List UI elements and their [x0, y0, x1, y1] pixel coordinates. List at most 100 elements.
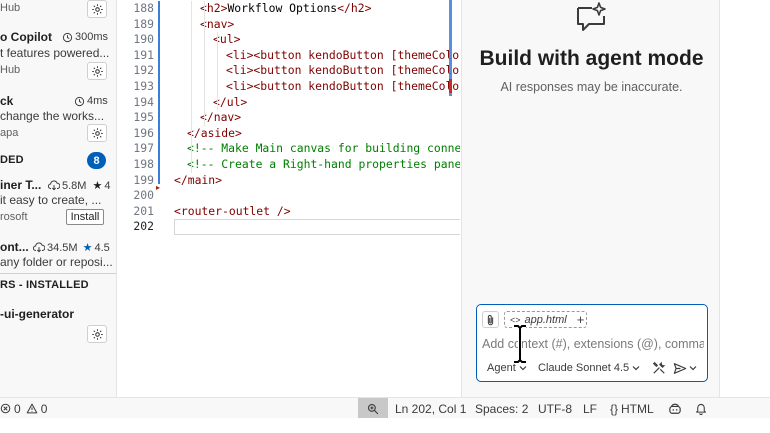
extension-stats: 5.8M ★ 4 [48, 179, 110, 192]
activation-time: 300ms [62, 31, 108, 43]
chat-prompt-input[interactable] [482, 335, 704, 353]
extension-description: change the works... [0, 109, 105, 123]
chevron-down-icon [689, 366, 697, 371]
extension-description: t features powered... [0, 46, 110, 60]
code-token: Workflow Options [227, 1, 338, 15]
chat-mode-dropdown[interactable]: Agent [487, 362, 527, 374]
line-number: 199 [133, 172, 154, 187]
code-line[interactable]: <!-- Make Main canvas for building conne… [187, 141, 460, 155]
extensions-sidebar: Hub o Copilot 300ms t features powered..… [0, 0, 117, 397]
code-line[interactable]: <ul> [213, 32, 240, 46]
warning-icon [26, 403, 37, 414]
manage-extension-button[interactable] [87, 325, 107, 343]
code-token: <li><button kendoButton [themeColor]=" [226, 63, 460, 78]
fold-marker-icon[interactable]: ▸ [156, 183, 161, 192]
zoom-button[interactable] [358, 398, 388, 419]
chat-sparkle-icon [577, 2, 606, 31]
indentation-setting[interactable]: Spaces: 2 [475, 401, 529, 416]
extension-item[interactable]: ck 4ms change the works... apa [0, 93, 116, 147]
attached-file-chip[interactable]: <> app.html + [504, 311, 587, 328]
code-comment: <!-- Create a Right-hand properties pane… [187, 157, 460, 171]
extension-item[interactable]: o Copilot 300ms t features powered... Hu… [0, 30, 116, 84]
add-icon[interactable]: + [576, 312, 585, 327]
install-button[interactable]: Install [66, 209, 104, 225]
configure-tools-button[interactable] [651, 360, 667, 376]
line-number: 198 [133, 157, 154, 171]
code-token: <li><button kendoButton [themeColor]=" [226, 79, 460, 93]
line-number: 201 [133, 203, 154, 218]
current-line-highlight [174, 219, 460, 235]
bell-icon [696, 403, 706, 415]
chat-welcome-title: Build with agent mode [479, 47, 704, 70]
manage-extension-button[interactable] [87, 62, 107, 80]
code-line[interactable]: </aside> [187, 126, 242, 140]
star-icon: ★ [92, 180, 103, 192]
code-line[interactable]: <router-outlet /> [174, 204, 291, 218]
gear-icon [91, 65, 103, 77]
model-picker-dropdown[interactable]: Claude Sonnet 4.5 [538, 362, 640, 374]
line-number: 193 [133, 79, 154, 93]
code-token: </nav> [200, 110, 242, 125]
line-number: 189 [133, 16, 154, 31]
line-number: 200 [133, 188, 154, 203]
line-number: 194 [133, 94, 154, 109]
code-token: <router-outlet /> [174, 203, 291, 218]
extension-item[interactable]: ont... 34.5M ★ 4.5 any folder or reposi.… [0, 239, 116, 273]
activation-time: 4ms [74, 95, 108, 107]
window-bottom-area [0, 418, 770, 433]
extension-description: it easy to create, ... [0, 193, 102, 207]
attach-context-button[interactable] [482, 311, 499, 328]
language-mode[interactable]: {} HTML [610, 401, 654, 416]
chevron-down-icon [632, 366, 640, 371]
manage-extension-button[interactable] [87, 0, 107, 18]
manage-extension-button[interactable] [87, 124, 107, 142]
extension-description: any folder or reposi... [0, 255, 113, 269]
send-icon [673, 362, 687, 374]
installed-section-header[interactable]: RS - INSTALLED [0, 279, 89, 291]
chat-input-box[interactable]: <> app.html + Agent Claude Sonnet 4.5 [476, 304, 708, 382]
code-line[interactable]: </main> [174, 173, 222, 187]
code-line[interactable]: <li><button kendoButton [themeColor]=" [226, 48, 460, 62]
code-token: </ul> [213, 94, 248, 109]
line-number: 196 [133, 125, 154, 140]
gear-icon [91, 3, 103, 15]
code-comment: <!-- Make Main canvas for building conne… [187, 141, 460, 156]
extension-publisher: apa [0, 127, 19, 139]
recommended-count-badge: 8 [87, 152, 106, 169]
problems-indicator[interactable]: 0 0 [0, 398, 47, 419]
extension-publisher: Hub [0, 2, 21, 14]
notifications-button[interactable] [695, 398, 707, 419]
code-line[interactable]: <li><button kendoButton [themeColor]=" [226, 79, 460, 93]
indent-guide [217, 32, 218, 111]
code-line[interactable]: <li><button kendoButton [themeColor]=" [226, 63, 460, 77]
chevron-down-icon [519, 366, 527, 371]
code-token: <h2> [200, 1, 228, 15]
extension-title: ck [0, 94, 14, 108]
chat-panel: Build with agent mode AI responses may b… [461, 0, 720, 397]
extension-title: iner T... [0, 178, 42, 192]
extension-item[interactable]: iner T... 5.8M ★ 4 it easy to create, ..… [0, 177, 116, 233]
extension-item[interactable]: Hub [0, 0, 116, 20]
end-of-line[interactable]: LF [583, 401, 598, 416]
indent-guide [204, 1, 205, 126]
clock-history-icon [62, 32, 73, 42]
copilot-status[interactable] [668, 398, 682, 419]
cursor-position[interactable]: Ln 202, Col 1 [395, 401, 467, 416]
file-encoding[interactable]: UTF-8 [538, 401, 572, 416]
code-line[interactable]: <nav> [200, 17, 234, 31]
indent-guide [191, 1, 192, 173]
code-line[interactable]: <h2>Workflow Options</h2> [200, 1, 371, 15]
code-line[interactable]: </nav> [200, 110, 241, 124]
chat-disclaimer: AI responses may be inaccurate. [500, 80, 683, 94]
code-line[interactable]: <!-- Create a Right-hand properties pane… [187, 157, 460, 171]
extension-item[interactable]: -ui-generator [0, 306, 116, 346]
code-file-icon: <> [510, 314, 521, 325]
code-line[interactable]: </ul> [213, 95, 247, 109]
git-change-marker[interactable] [158, 1, 160, 185]
code-token: <ul> [213, 32, 241, 47]
tools-icon [652, 361, 666, 374]
send-button[interactable] [673, 360, 703, 376]
text-cursor-icon [514, 324, 526, 364]
recommended-section-header[interactable]: DED [0, 154, 24, 166]
